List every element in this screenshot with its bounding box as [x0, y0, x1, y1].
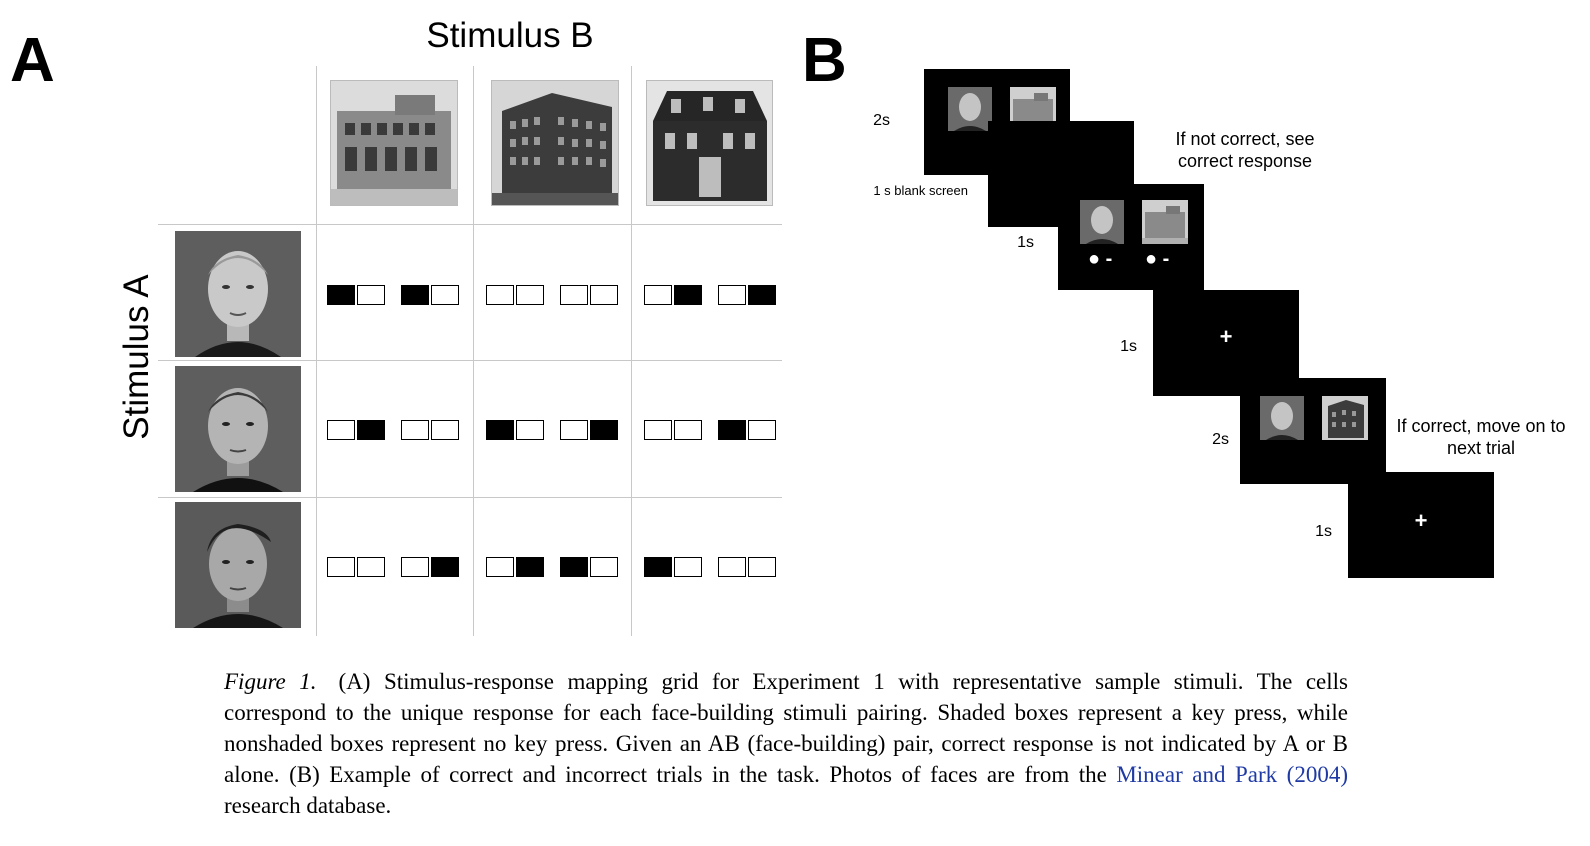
response-box-unpressed [357, 285, 385, 305]
duration-label: 2s [1212, 431, 1229, 448]
response-box-pressed [590, 420, 618, 440]
response-box-unpressed [560, 285, 588, 305]
blank-screen-label: 1 s blank screen [873, 183, 968, 198]
grid-line [158, 360, 782, 361]
duration-label: 2s [873, 112, 890, 129]
panel-a-label: A [10, 26, 55, 95]
building-thumb-image [1328, 400, 1364, 438]
response-box-unpressed [590, 557, 618, 577]
response-box-pressed [718, 420, 746, 440]
building-2-image [492, 81, 618, 205]
face-3-image [175, 502, 301, 628]
grid-line [158, 224, 782, 225]
response-box-pressed [516, 557, 544, 577]
response-box-pressed [486, 420, 514, 440]
building-thumbnail [1142, 200, 1188, 244]
response-box-pressed [401, 285, 429, 305]
correct-trial-note: If correct, move on to next trial [1396, 416, 1566, 458]
grid-line [631, 66, 632, 636]
face-2-image [175, 366, 301, 492]
grid-line [316, 66, 317, 636]
duration-label: 1s [1120, 338, 1137, 355]
stimulus-b-title: Stimulus B [426, 16, 594, 55]
grid-line [158, 497, 782, 498]
building-1-image [331, 81, 457, 205]
panel-b-label: B [802, 26, 847, 95]
building-thumb-image [1142, 206, 1188, 244]
caption-text-end: research database. [224, 793, 392, 818]
response-box-unpressed [431, 285, 459, 305]
incorrect-trial-note: If not correct, see correct response [1175, 129, 1315, 171]
response-box-unpressed [590, 285, 618, 305]
face-thumb-image [954, 93, 986, 131]
building-photo-1 [330, 80, 458, 206]
response-box-pressed [431, 557, 459, 577]
response-box-unpressed [674, 420, 702, 440]
response-box-unpressed [560, 420, 588, 440]
building-photo-2 [491, 80, 619, 206]
building-thumbnail [1322, 396, 1368, 440]
response-box-pressed [357, 420, 385, 440]
duration-label: 1s [1017, 234, 1034, 251]
response-box-unpressed [718, 285, 746, 305]
caption-text: (A) Stimulus-response mapping grid for E… [224, 669, 1349, 787]
response-box-pressed [327, 285, 355, 305]
response-box-unpressed [748, 420, 776, 440]
response-box-unpressed [748, 557, 776, 577]
face-photo-1 [175, 231, 301, 357]
response-box-pressed [560, 557, 588, 577]
response-box-unpressed [486, 557, 514, 577]
face-thumb-image [1086, 206, 1118, 244]
building-3-image [647, 81, 772, 205]
face-thumb-image [1266, 402, 1298, 440]
face-photo-3 [175, 502, 301, 628]
response-box-pressed [748, 285, 776, 305]
response-box-unpressed [401, 420, 429, 440]
response-box-unpressed [516, 420, 544, 440]
response-box-unpressed [516, 285, 544, 305]
figure-caption: Figure 1.(A) Stimulus-response mapping g… [224, 666, 1348, 821]
face-photo-2 [175, 366, 301, 492]
fixation-cross: + [1219, 324, 1233, 349]
trial-screen-feedback: ● - ● - [1058, 184, 1204, 290]
response-box-pressed [674, 285, 702, 305]
response-box-unpressed [327, 420, 355, 440]
response-box-unpressed [486, 285, 514, 305]
face-thumbnail [948, 87, 992, 131]
response-box-unpressed [357, 557, 385, 577]
face-thumbnail [1080, 200, 1124, 244]
response-box-unpressed [401, 557, 429, 577]
response-mark-right: ● - [1145, 248, 1170, 270]
trial-screen-fixation-2: + [1348, 472, 1494, 578]
trial-screen-stimulus-2 [1240, 378, 1386, 484]
building-photo-3 [646, 80, 773, 206]
response-box-pressed [644, 557, 672, 577]
response-mark-left: ● - [1088, 248, 1113, 270]
response-box-unpressed [431, 420, 459, 440]
grid-line [473, 66, 474, 636]
fixation-cross: + [1414, 508, 1428, 533]
response-box-unpressed [718, 557, 746, 577]
face-thumbnail [1260, 396, 1304, 440]
stimulus-a-title: Stimulus A [117, 274, 156, 440]
response-box-unpressed [644, 420, 672, 440]
response-box-unpressed [644, 285, 672, 305]
response-box-unpressed [327, 557, 355, 577]
figure-label: Figure 1. [224, 669, 317, 694]
face-1-image [175, 231, 301, 357]
citation-link[interactable]: Minear and Park (2004) [1116, 762, 1348, 787]
response-box-unpressed [674, 557, 702, 577]
duration-label: 1s [1315, 523, 1332, 540]
